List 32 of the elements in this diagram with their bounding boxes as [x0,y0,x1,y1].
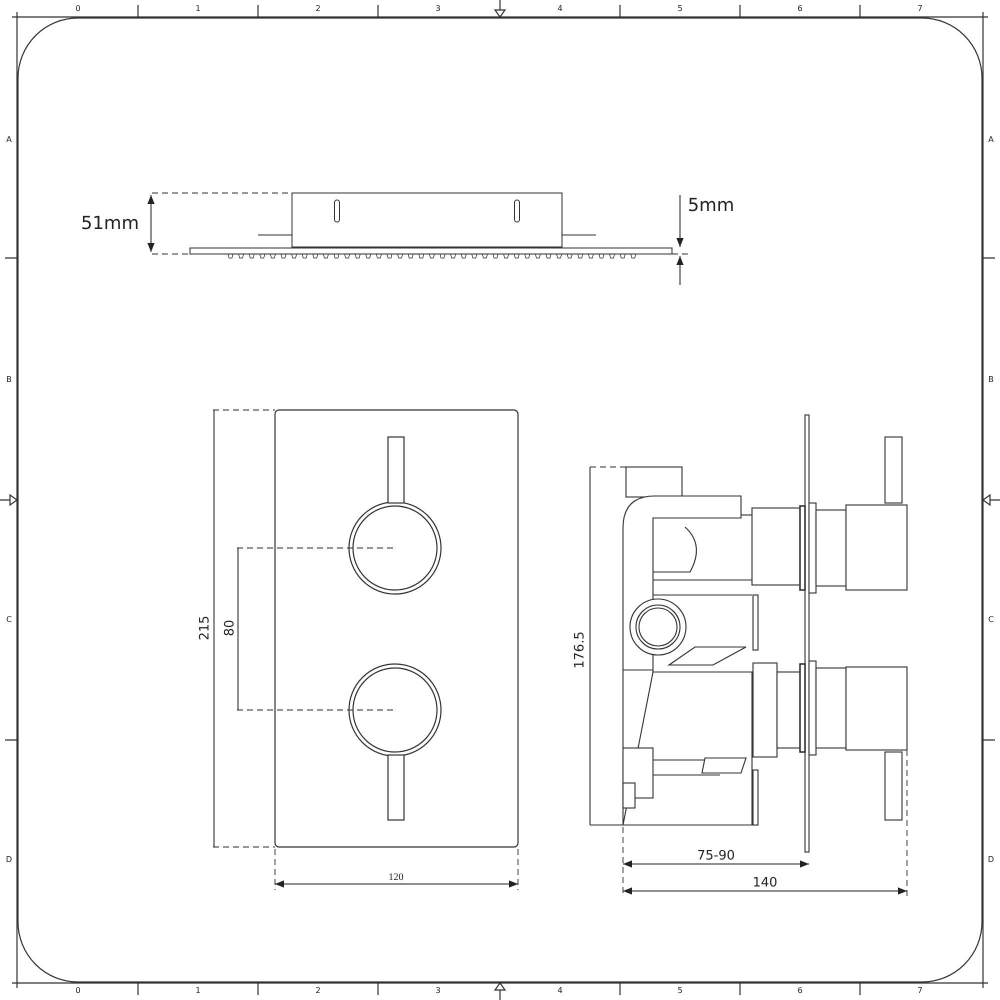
grid-reference: 7 [917,987,923,995]
dimension-label: 176.5 [574,631,586,669]
grid-reference: 4 [557,987,563,995]
dimension-label: 51mm [81,215,139,233]
grid-reference: B [6,376,12,384]
grid-reference: 5 [677,987,683,995]
grid-reference: 2 [315,5,321,13]
grid-reference: 2 [315,987,321,995]
grid-reference: 4 [557,5,563,13]
grid-reference: B [988,376,994,384]
dimension-label: 120 [388,873,404,883]
grid-reference: C [988,616,994,624]
grid-reference: 3 [435,987,441,995]
grid-reference: 6 [797,5,803,13]
grid-reference: 7 [917,5,923,13]
dimension-label: 215 [198,616,212,640]
dimension-label: 140 [752,876,778,890]
grid-reference: 3 [435,5,441,13]
grid-reference: 6 [797,987,803,995]
grid-reference: 0 [75,987,81,995]
dimension-label: 5mm [688,197,734,215]
dimension-label: 75-90 [697,850,735,862]
grid-reference: 1 [195,987,201,995]
grid-reference: 0 [75,5,81,13]
dimension-label: 80 [224,620,236,636]
grid-reference: D [988,856,994,864]
grid-reference: A [988,136,994,144]
grid-reference: D [6,856,12,864]
grid-reference: A [6,136,12,144]
grid-reference: 5 [677,5,683,13]
grid-reference: 1 [195,5,201,13]
grid-reference: C [6,616,12,624]
